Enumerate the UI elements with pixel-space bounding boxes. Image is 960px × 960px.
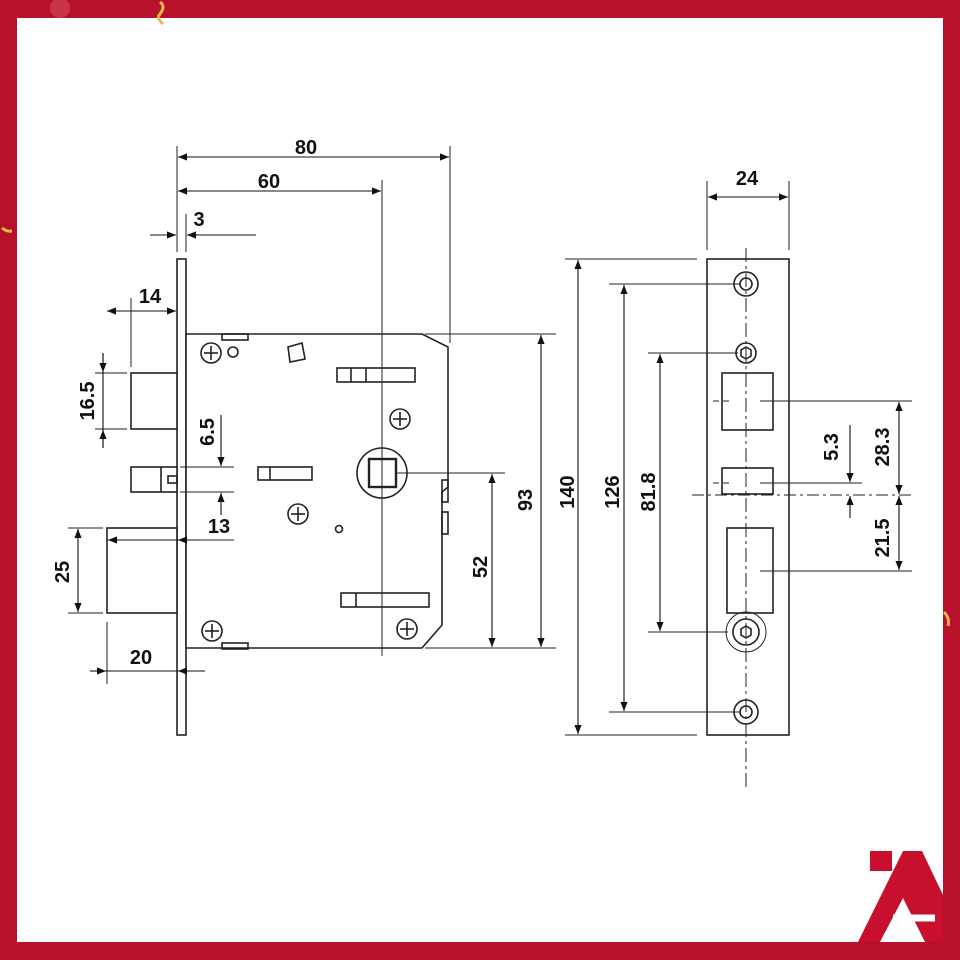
screw-icon: [201, 620, 223, 642]
case-tab-bottom: [221, 642, 249, 650]
side-extension-lines: [68, 146, 556, 684]
label-28.3: 28.3: [872, 428, 894, 467]
label-6.5: 6.5: [197, 418, 219, 446]
case-edge-detail-2: [441, 511, 449, 535]
label-13: 13: [208, 516, 230, 538]
label-60: 60: [258, 171, 280, 193]
case-edge-detail: [441, 479, 449, 503]
brand-logo-icon: [858, 851, 943, 942]
front-view: [706, 258, 790, 736]
screw-icon: [200, 342, 222, 364]
technical-drawing: 80 60 3 14 16.5 6.5 13 25 20 93 52 140 1…: [52, 137, 943, 942]
drawing-sheet: 80 60 3 14 16.5 6.5 13 25 20 93 52 140 1…: [17, 18, 943, 942]
latch-bolt: [106, 527, 178, 614]
screw-icon: [287, 503, 309, 525]
label-80: 80: [295, 137, 317, 159]
front-dimension-lines: [574, 193, 903, 734]
slot-lower: [340, 592, 430, 608]
label-24: 24: [736, 168, 759, 190]
label-126: 126: [602, 475, 624, 508]
aux-latch-opening: [721, 467, 774, 495]
label-16.5: 16.5: [77, 382, 99, 421]
label-5.3: 5.3: [821, 433, 843, 461]
label-25: 25: [52, 561, 74, 583]
label-81.8: 81.8: [638, 473, 660, 512]
label-52: 52: [470, 556, 492, 578]
label-3: 3: [193, 209, 204, 231]
cam-block: [287, 341, 306, 363]
slot-middle: [257, 466, 313, 481]
dimension-labels: 80 60 3 14 16.5 6.5 13 25 20 93 52 140 1…: [52, 137, 894, 669]
slot-upper: [336, 367, 416, 383]
case-tab-top: [221, 333, 249, 341]
screw-icon: [396, 618, 418, 640]
label-140: 140: [557, 475, 579, 508]
front-extension-lines: [565, 181, 912, 790]
faceplate-front: [706, 258, 790, 736]
screw-icon: [389, 408, 411, 430]
label-93: 93: [515, 489, 537, 511]
deadbolt: [130, 372, 178, 430]
label-21.5: 21.5: [872, 519, 894, 558]
side-dimension-lines: [74, 153, 545, 675]
label-20: 20: [130, 647, 152, 669]
auxiliary-latch: [130, 466, 178, 493]
label-14: 14: [139, 286, 162, 308]
